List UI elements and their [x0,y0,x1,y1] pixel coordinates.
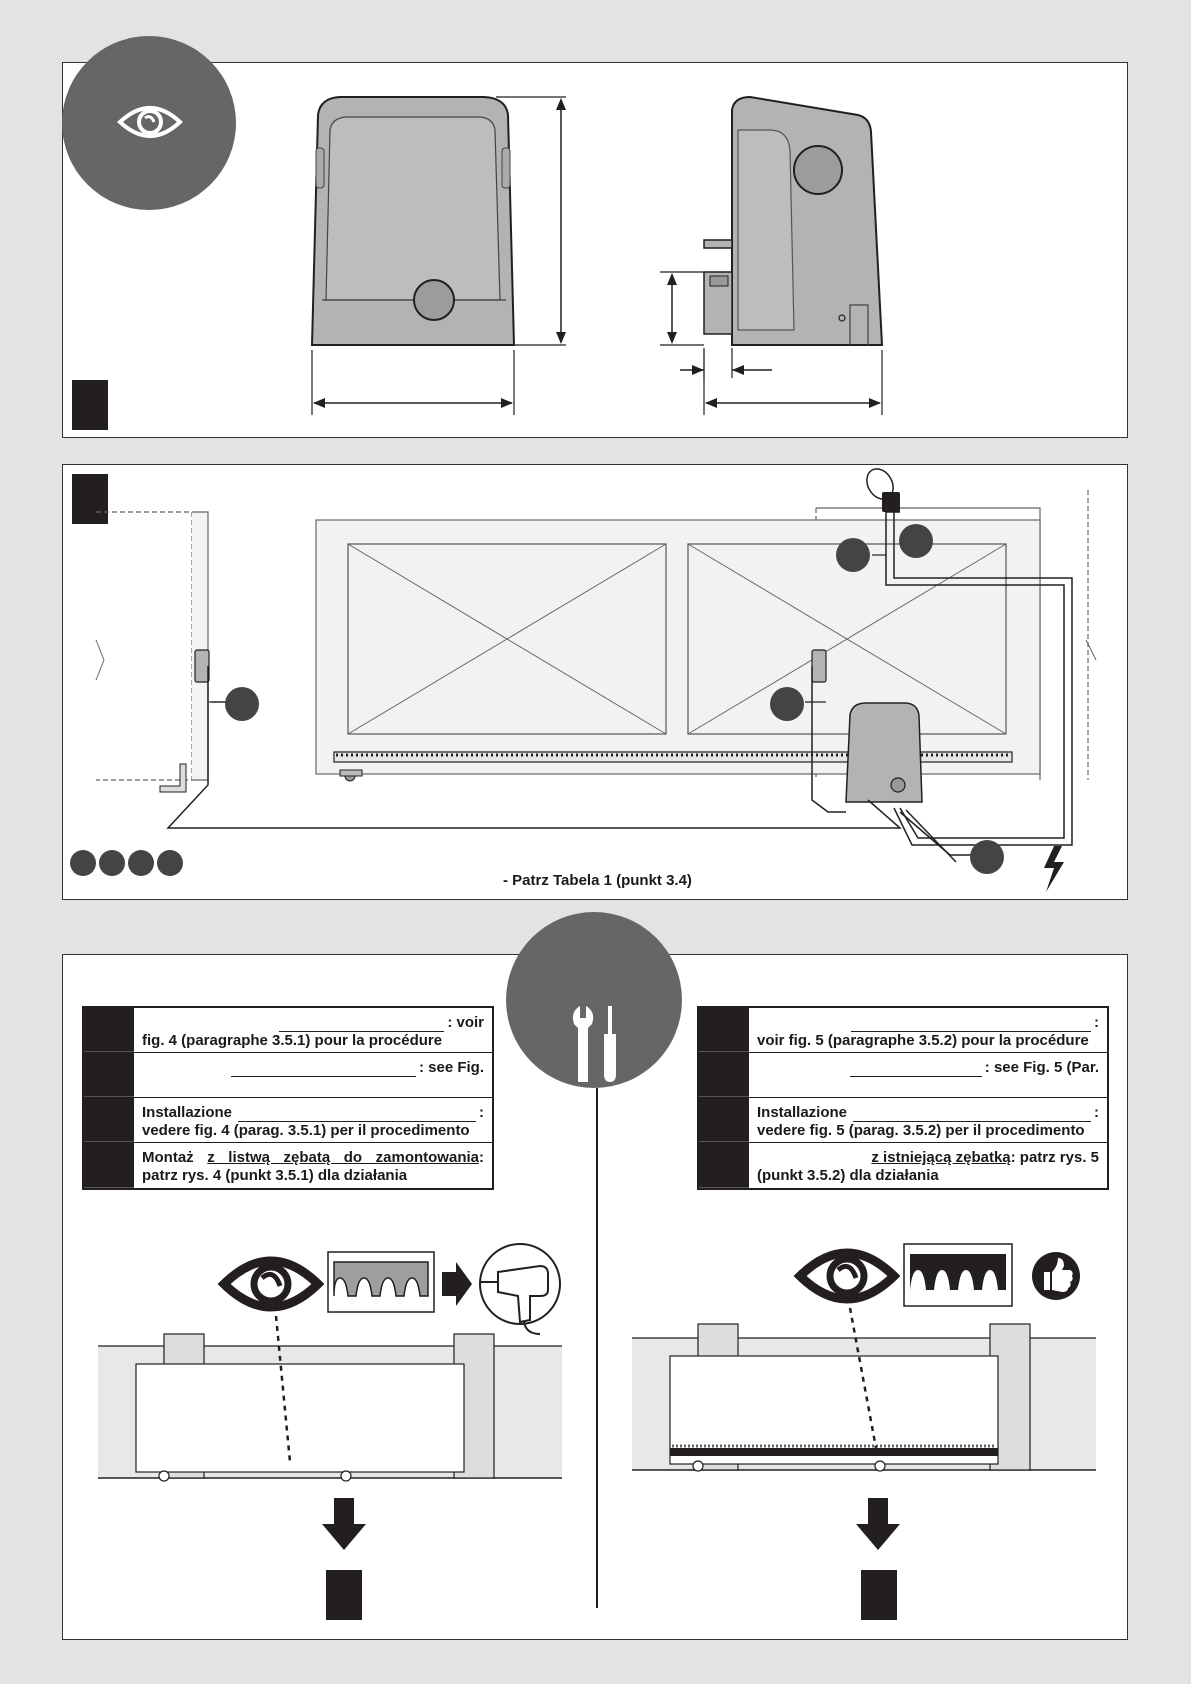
row-text: : see Fig. [134,1053,492,1097]
arrow-down-icon [322,1498,366,1550]
table-row: : see Fig. 5 (Par. [699,1053,1107,1098]
row-text: Montaż z listwą zębatą do zamontowania: … [142,1149,484,1184]
motor-front-view [310,96,566,415]
language-code [699,1098,749,1142]
table-row: Installazione: vedere fig. 4 (parag. 3.5… [84,1098,492,1143]
tools-icon [572,1006,616,1082]
rack-icon [903,1243,1013,1307]
callout-marker [225,687,259,721]
table-row: : voir fig. 5 (paragraphe 3.5.2) pour la… [699,1008,1107,1053]
drill-icon [479,1243,561,1335]
figure-number-badge [861,1570,897,1620]
row-text: z istniejącą zębatką: patrz rys. 5 (punk… [757,1149,1099,1184]
callout-marker [899,524,933,558]
legend-marker [157,850,183,876]
thumbs-up-icon [1032,1252,1080,1300]
row-text: Installazione: vedere fig. 4 (parag. 3.5… [142,1104,484,1139]
language-code [699,1053,749,1097]
callout-marker [970,840,1004,874]
eye-icon [793,1248,901,1304]
arrow-down-icon [856,1498,900,1550]
language-code [84,1008,134,1052]
motor-side-view [660,95,884,415]
left-instruction-table: : voir fig. 4 (paragraphe 3.5.1) pour la… [82,1006,494,1190]
table-reference-caption: - Patrz Tabela 1 (punkt 3.4) [503,872,692,889]
figure-number-badge [72,474,108,524]
row-text: : voir fig. 4 (paragraphe 3.5.1) pour la… [142,1014,484,1049]
callout-marker [770,687,804,721]
arrow-right-icon [442,1262,472,1306]
table-row: Montaż z listwą zębatą do zamontowania: … [84,1143,492,1188]
eye-icon [117,106,183,138]
eye-icon [217,1256,325,1312]
language-code [84,1053,134,1097]
tools-badge [506,912,682,1088]
language-code [84,1143,134,1188]
callout-marker [836,538,870,572]
language-code [699,1008,749,1052]
language-code [699,1143,749,1188]
right-instruction-table: : voir fig. 5 (paragraphe 3.5.2) pour la… [697,1006,1109,1190]
legend-marker [99,850,125,876]
table-row: : see Fig. [84,1053,492,1098]
gate-installation-diagram [95,468,1097,892]
legend-markers [70,850,190,876]
rack-icon [327,1251,435,1313]
table-row: : voir fig. 4 (paragraphe 3.5.1) pour la… [84,1008,492,1053]
panel-divider [596,1088,598,1608]
dimensions-panel [62,62,1128,438]
lightning-icon [1044,846,1064,892]
row-text: : see Fig. 5 (Par. [749,1053,1107,1097]
language-code [84,1098,134,1142]
figure-number-badge [326,1570,362,1620]
legend-marker [70,850,96,876]
figure-number-badge [72,380,108,430]
row-text: Installazione: vedere fig. 5 (parag. 3.5… [757,1104,1099,1139]
table-row: Installazione: vedere fig. 5 (parag. 3.5… [699,1098,1107,1143]
legend-marker [128,850,154,876]
row-text: : voir fig. 5 (paragraphe 3.5.2) pour la… [757,1014,1099,1049]
eye-badge [62,36,236,210]
table-row: z istniejącą zębatką: patrz rys. 5 (punk… [699,1143,1107,1188]
